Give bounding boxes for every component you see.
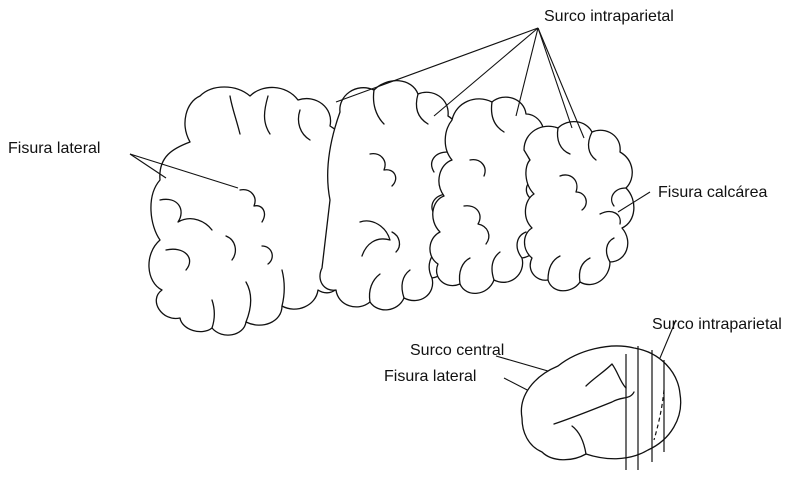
label-fisura-calcarea: Fisura calcárea [658, 184, 767, 202]
brain-slice-1 [149, 87, 355, 335]
label-surco-central: Surco central [410, 342, 504, 360]
label-fisura-lateral-left: Fisura lateral [8, 140, 100, 158]
lateral-brain-view [521, 346, 680, 470]
label-surco-intraparietal-bottom: Surco intraparietal [652, 316, 782, 334]
label-surco-intraparietal-top: Surco intraparietal [544, 8, 674, 26]
label-fisura-lateral-bottom: Fisura lateral [384, 368, 476, 386]
brain-slice-4 [524, 122, 634, 291]
